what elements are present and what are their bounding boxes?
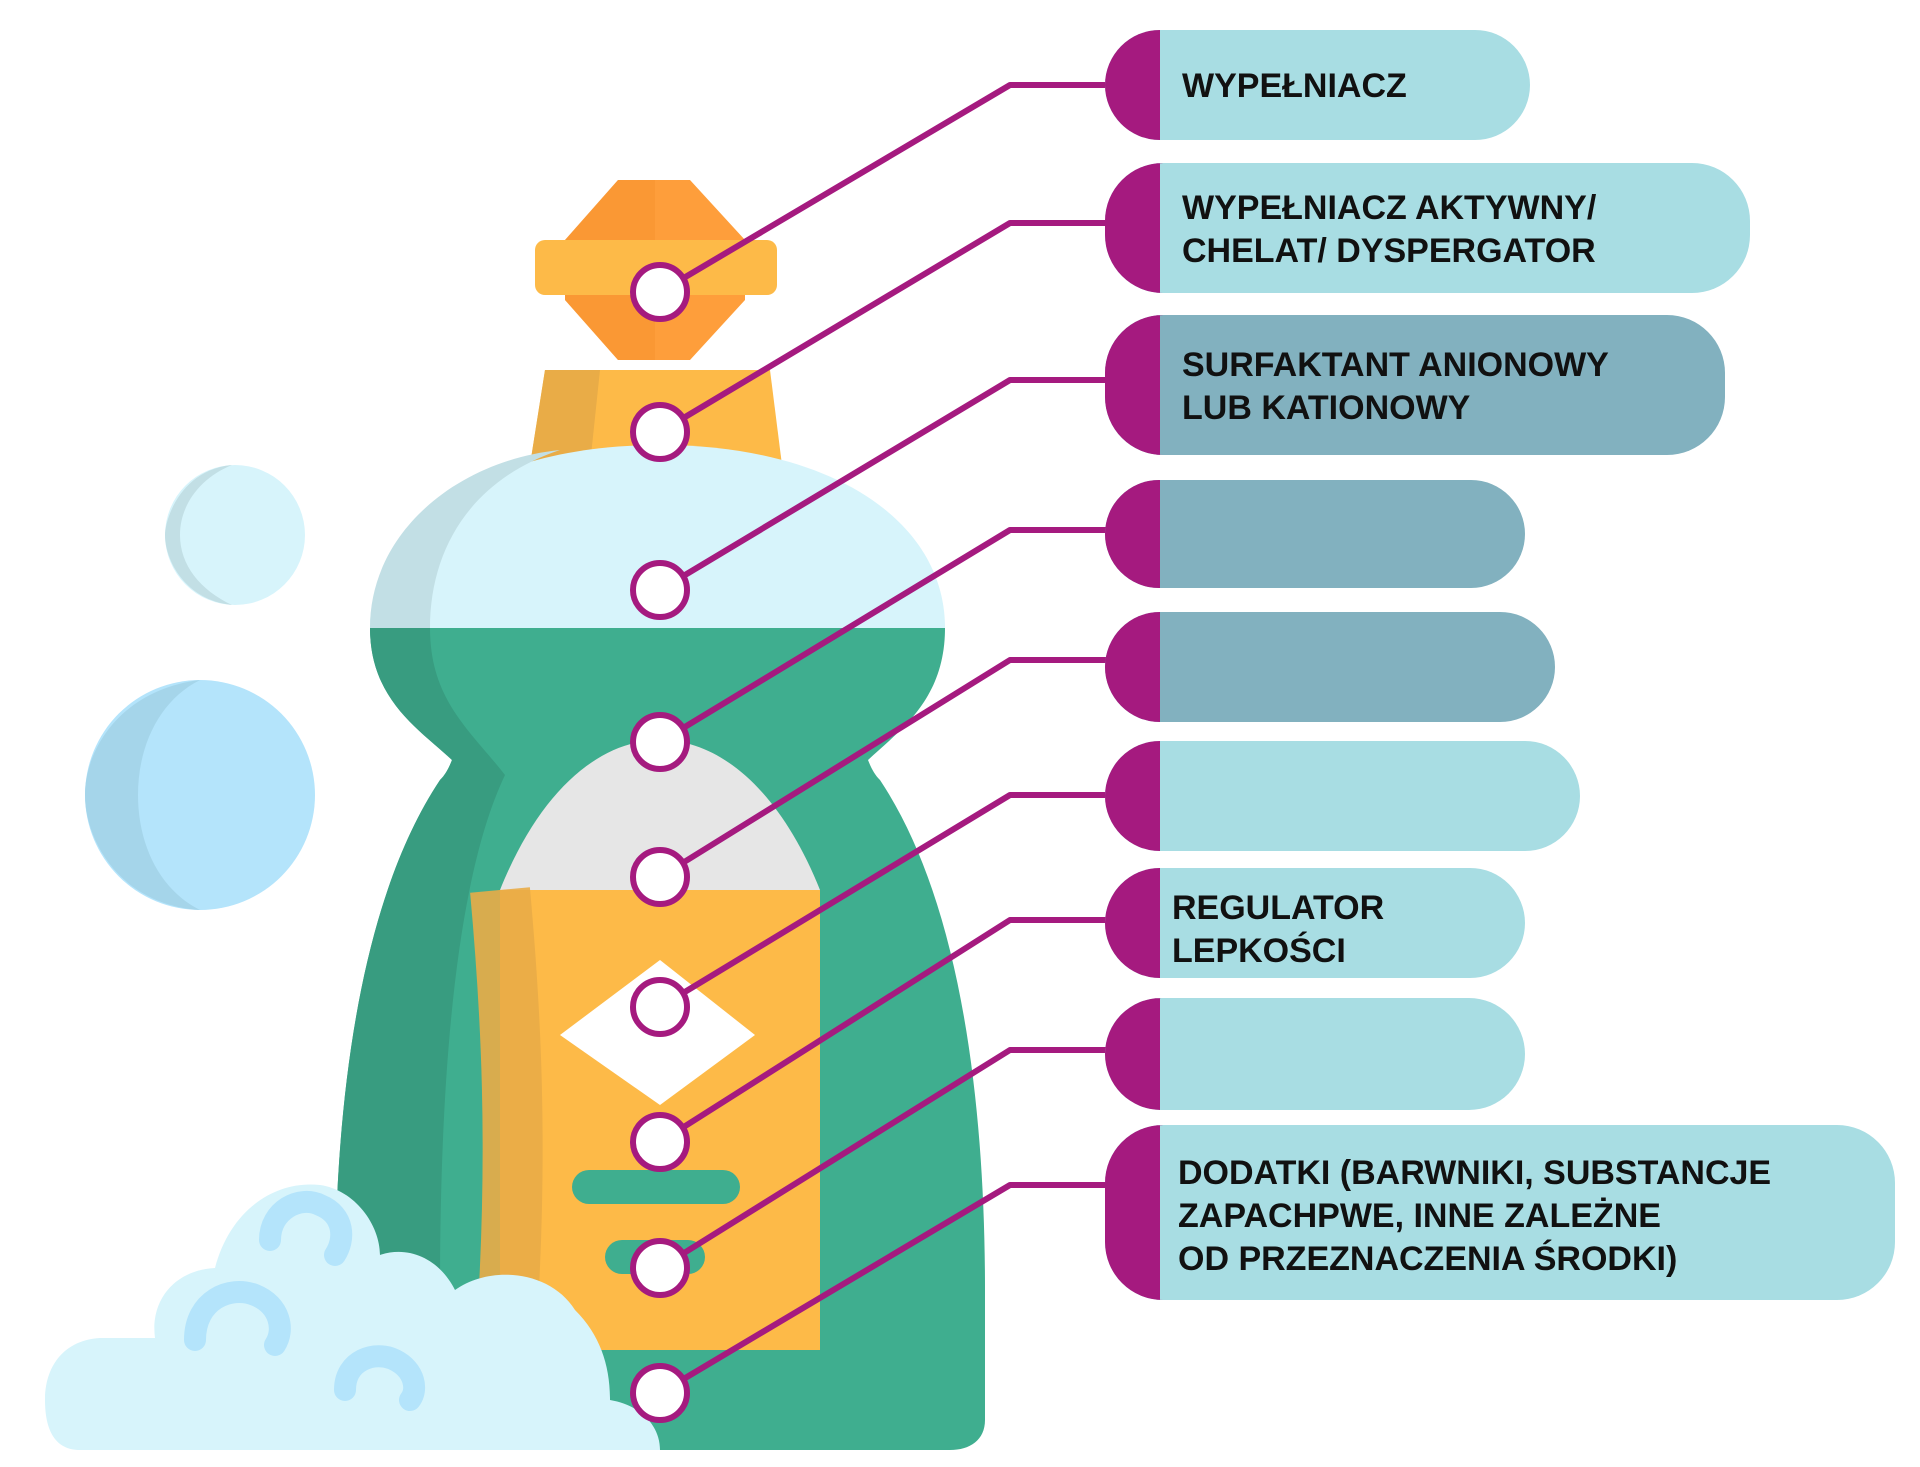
pill-accent-cap (1105, 315, 1163, 455)
pill-accent-cap (1105, 480, 1160, 588)
pill-accent-cap (1105, 1125, 1163, 1300)
connector-dot (630, 560, 690, 620)
connector-line (658, 1182, 1115, 1396)
pill-background (1105, 480, 1525, 588)
connector-dot (630, 847, 690, 907)
connector-dot (630, 1363, 690, 1423)
pill-background (1105, 30, 1530, 140)
pill-label-line: LEPKOŚCI (1172, 932, 1346, 970)
connector-lines (658, 82, 1115, 1396)
label-pill (1105, 480, 1525, 588)
pill-label-line: SURFAKTANT ANIONOWY (1182, 346, 1609, 384)
label-pill: WYPEŁNIACZ (1105, 30, 1530, 140)
connector-dot (630, 1112, 690, 1172)
label-pill: DODATKI (BARWNIKI, SUBSTANCJE ZAPACHPWE, … (1105, 1125, 1895, 1300)
connector-line (658, 1047, 1115, 1271)
pill-label-line: WYPEŁNIACZ (1182, 67, 1407, 105)
pill-label-line: DODATKI (BARWNIKI, SUBSTANCJE (1178, 1154, 1771, 1192)
pill-accent-cap (1105, 741, 1160, 851)
connector-line (658, 527, 1115, 745)
pill-background (1105, 741, 1580, 851)
pill-accent-cap (1105, 163, 1163, 293)
label-pill: SURFAKTANT ANIONOWY LUB KATIONOWY (1105, 315, 1725, 455)
pill-accent-cap (1105, 868, 1160, 978)
foam-cloud-icon (45, 1184, 660, 1450)
pill-background (1105, 998, 1525, 1110)
label-pill (1105, 998, 1525, 1110)
pill-label-line: ZAPACHPWE, INNE ZALEŻNE (1178, 1197, 1661, 1235)
pill-label-line: REGULATOR (1172, 889, 1384, 927)
connector-line (658, 377, 1115, 593)
label-pill: WYPEŁNIACZ AKTYWNY/CHELAT/ DYSPERGATOR (1105, 163, 1750, 293)
pill-accent-cap (1105, 998, 1161, 1110)
connector-line (658, 82, 1115, 295)
connector-dot (630, 262, 690, 322)
pill-background (1105, 1125, 1895, 1300)
pill-background (1105, 163, 1750, 293)
label-pills: WYPEŁNIACZ WYPEŁNIACZ AKTYWNY/CHELAT/ DYS… (630, 30, 1895, 1423)
pill-background (1105, 868, 1525, 978)
connector-line (658, 220, 1115, 435)
label-pill (1105, 741, 1580, 851)
pill-label-line: OD PRZEZNACZENIA ŚRODKI) (1178, 1240, 1677, 1278)
connector-dot (630, 977, 690, 1037)
connector-line (658, 792, 1115, 1010)
connector-dot (630, 402, 690, 462)
pill-background (1105, 612, 1555, 722)
pill-background (1105, 315, 1725, 455)
pill-accent-cap (1105, 30, 1160, 140)
connector-dot (630, 1238, 690, 1298)
label-pill (1105, 612, 1555, 722)
pill-label-line: LUB KATIONOWY (1182, 389, 1471, 427)
pill-accent-cap (1105, 612, 1160, 722)
connector-dot (630, 712, 690, 772)
pill-label-line: CHELAT/ DYSPERGATOR (1182, 232, 1596, 270)
connector-line (658, 917, 1115, 1145)
soap-bubble-icon (85, 465, 315, 910)
pill-label-line: WYPEŁNIACZ AKTYWNY/ (1182, 189, 1597, 227)
connector-line (658, 657, 1115, 880)
label-pill: REGULATOR LEPKOŚCI (1105, 868, 1525, 978)
